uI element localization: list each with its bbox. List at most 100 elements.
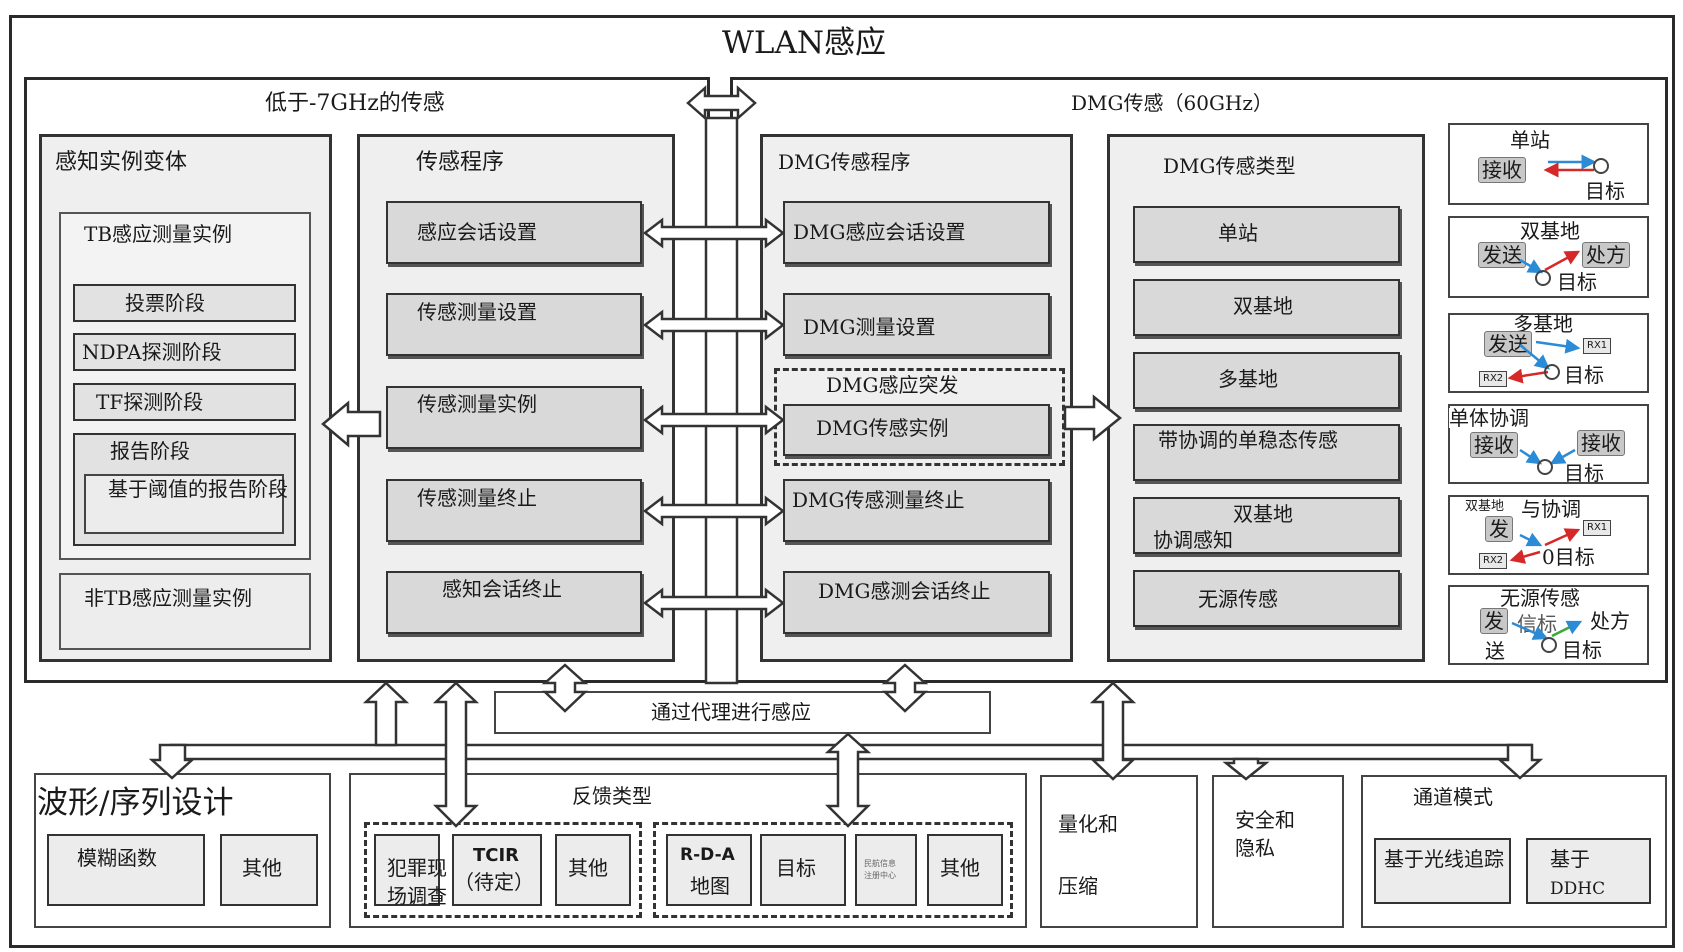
quantization-label: 压缩 [1058, 874, 1098, 898]
illus-rx1-tag: RX1 [1583, 520, 1612, 536]
feedback-item-label: TCIR [473, 845, 520, 866]
non-tb-instance-label: 非TB感应测量实例 [84, 586, 253, 610]
waveform-item-label: 其他 [242, 856, 282, 880]
waveform-title: 波形/序列设计 [37, 785, 234, 821]
illus-tx-tag: 发 [1485, 516, 1513, 542]
illus-title-small: 双基地 [1465, 499, 1505, 514]
feedback-item-label: R-D-A [680, 845, 735, 865]
phase-label: NDPA探测阶段 [82, 340, 222, 364]
phase-label: TF探测阶段 [96, 390, 204, 414]
feedback-item-label: 目标 [776, 856, 816, 880]
dmg-step-label: DMG感测会话终止 [818, 579, 991, 603]
illus-tx-cont: 送 [1485, 639, 1505, 663]
illus-title: 双基地 [1520, 219, 1580, 243]
dmg-type-label: 双基地 [1233, 502, 1293, 526]
illus-title: 无源传感 [1500, 586, 1580, 610]
phase-box [73, 284, 296, 322]
diagram-title: WLAN感应 [722, 25, 886, 61]
dmg-step-label: DMG感应会话设置 [793, 220, 966, 244]
security-panel [1212, 775, 1344, 928]
variants-title: 感知实例变体 [55, 150, 188, 175]
dmg-type-label: 多基地 [1218, 367, 1278, 391]
phase-label: 投票阶段 [125, 291, 205, 315]
threshold-report-box [84, 474, 284, 534]
illus-title: 多基地 [1513, 312, 1573, 336]
feedback-item-box [760, 834, 846, 906]
dmg-step-box [783, 571, 1050, 634]
illus-target: 目标 [1562, 638, 1602, 662]
procedure-step-label: 传感测量终止 [417, 486, 537, 510]
dmg-type-label: 无源传感 [1198, 587, 1278, 611]
sub7-title: 低于-7GHz的传感 [265, 91, 445, 116]
dmg-burst-label: DMG感应突发 [822, 375, 963, 395]
feedback-group [364, 822, 642, 918]
illus-title: 单体协调 [1449, 406, 1529, 430]
feedback-title: 反馈类型 [572, 784, 652, 808]
illus-rx-tag: 接收 [1478, 157, 1526, 183]
dmg-type-box [1133, 570, 1400, 627]
procedure-title: 传感程序 [416, 150, 505, 175]
feedback-item-label: （待定） [454, 870, 534, 894]
illus-target: 目标 [1564, 363, 1604, 387]
channel-item-label: 基于 [1550, 847, 1590, 871]
proxy-sensing-label: 通过代理进行感应 [651, 700, 811, 724]
procedure-step-label: 感应会话设置 [417, 220, 537, 244]
illus-target: 0目标 [1542, 545, 1595, 569]
procedure-step-box [386, 479, 642, 542]
illus-tx-tag: 发 [1480, 608, 1508, 634]
illus-title: 单站 [1510, 128, 1550, 152]
waveform-item-box [220, 834, 318, 906]
feedback-item-label: 场调查 [387, 884, 447, 908]
procedure-step-box [386, 201, 642, 264]
dmg-step-box [783, 293, 1050, 356]
dmg-type-box [1133, 497, 1400, 554]
dmg-type-box [1133, 352, 1400, 409]
illus-target: 目标 [1585, 179, 1625, 203]
illus-tx-tag: 发送 [1484, 331, 1532, 357]
report-phase-label: 报告阶段 [110, 439, 190, 463]
dmg-step-box [783, 479, 1050, 542]
non-tb-instance-box [59, 573, 311, 650]
dmg-type-label: 协调感知 [1153, 528, 1233, 552]
dmg-type-label: 双基地 [1233, 294, 1293, 318]
dmg-type-label: 带协调的单稳态传感 [1158, 428, 1338, 452]
dmg-step-box [783, 404, 1050, 456]
illus-tx-tag: 发送 [1478, 242, 1526, 268]
feedback-item-label: 民航信息 [864, 859, 896, 868]
procedure-step-box [386, 571, 642, 634]
procedure-step-label: 传感测量实例 [417, 392, 537, 416]
dmg-type-box [1133, 424, 1400, 481]
illus-title: 与协调 [1521, 497, 1581, 521]
illus-target: 目标 [1557, 270, 1597, 294]
channel-item-box [1526, 838, 1651, 904]
dmg-type-box [1133, 206, 1400, 263]
feedback-item-box [855, 834, 917, 906]
waveform-item-box [47, 834, 205, 906]
procedure-step-box [386, 293, 642, 356]
feedback-item-box [452, 834, 542, 906]
illus-rx1-tag: RX1 [1583, 338, 1612, 354]
procedure-step-label: 感知会话终止 [442, 577, 562, 601]
feedback-item-box [374, 834, 440, 906]
feedback-item-box [555, 834, 631, 906]
dmg-step-box [783, 201, 1050, 264]
dmg-step-label: DMG测量设置 [803, 315, 936, 339]
illus-target: 目标 [1564, 461, 1604, 485]
security-label: 安全和 [1235, 808, 1295, 832]
dmg-title: DMG传感（60GHz） [1071, 91, 1273, 115]
channel-item-label: 基于光线追踪 [1384, 847, 1504, 871]
waveform-item-label: 模糊函数 [77, 846, 157, 870]
illus-beacon: 信标 [1517, 612, 1557, 636]
illus-rx-tag: 处方 [1582, 242, 1630, 268]
phase-box [73, 383, 296, 421]
illus-rx-tag: 接收 [1577, 430, 1625, 456]
dmg-types-title: DMG传感类型 [1163, 154, 1296, 178]
feedback-item-label: 地图 [690, 874, 730, 898]
dmg-step-label: DMG传感测量终止 [792, 488, 965, 512]
quantization-label: 量化和 [1058, 812, 1118, 836]
channel-item-label: DDHC [1550, 879, 1606, 899]
security-label: 隐私 [1235, 836, 1275, 860]
dmg-type-label: 单站 [1218, 221, 1258, 245]
feedback-item-label: 其他 [568, 856, 608, 880]
channel-title: 通道模式 [1413, 785, 1493, 809]
